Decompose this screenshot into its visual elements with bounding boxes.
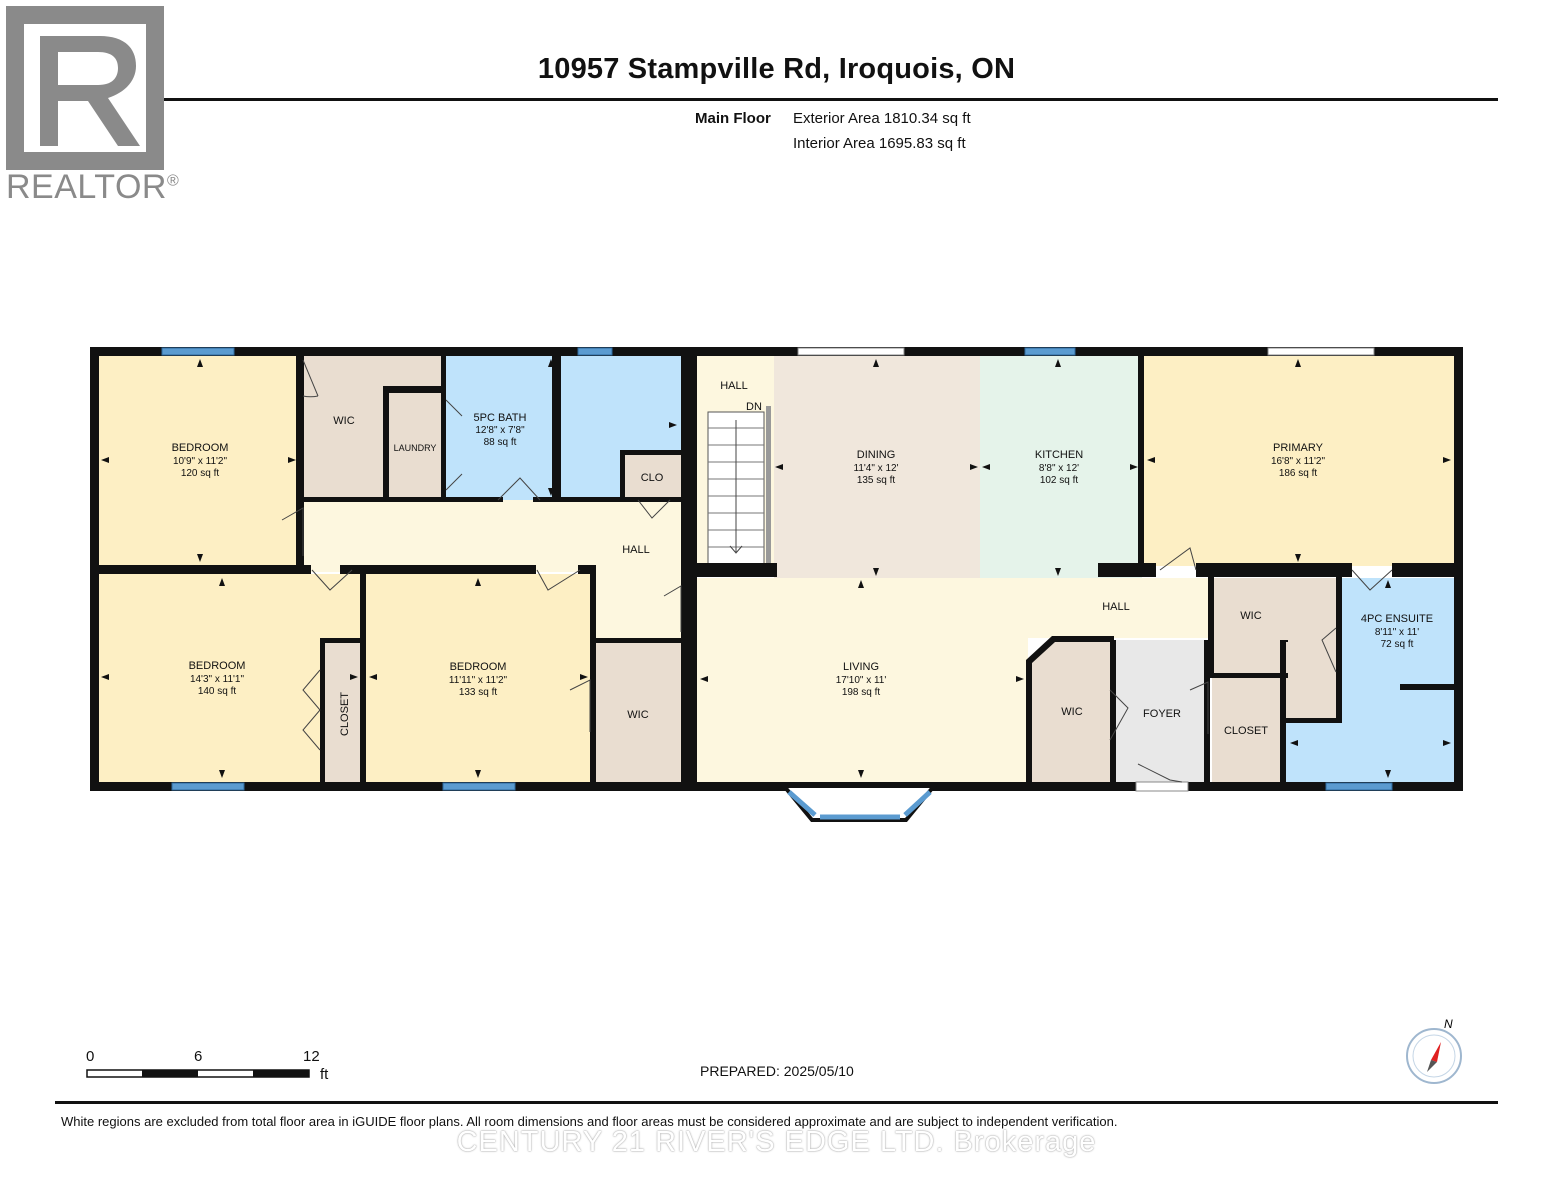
page-title: 10957 Stampville Rd, Iroquois, ON bbox=[537, 53, 1016, 85]
room-bedroom-2 bbox=[97, 574, 360, 782]
label-closet-1: CLOSET bbox=[339, 692, 351, 736]
svg-text:135 sq ft: 135 sq ft bbox=[857, 475, 896, 486]
outer-wall-top bbox=[90, 347, 1463, 356]
top-rule bbox=[55, 98, 1498, 101]
svg-text:72 sq ft: 72 sq ft bbox=[1381, 639, 1414, 650]
svg-text:14'3" x 11'1": 14'3" x 11'1" bbox=[190, 674, 245, 685]
svg-text:120 sq ft: 120 sq ft bbox=[181, 468, 220, 479]
exterior-area: Exterior Area 1810.34 sq ft bbox=[793, 110, 971, 127]
svg-text:11'4" x 12': 11'4" x 12' bbox=[854, 463, 899, 474]
room-wic-2 bbox=[593, 640, 681, 782]
svg-text:12'8" x 7'8": 12'8" x 7'8" bbox=[475, 425, 525, 436]
floor-plan: BEDROOM 10'9" x 11'2" 120 sq ft WIC LAUN… bbox=[90, 347, 1463, 822]
svg-text:88 sq ft: 88 sq ft bbox=[484, 437, 517, 448]
room-clo bbox=[623, 454, 681, 500]
label-laundry: LAUNDRY bbox=[394, 443, 437, 453]
room-ensuite-lower bbox=[1286, 722, 1456, 782]
room-hall-west-spur bbox=[593, 500, 681, 640]
north-compass-icon: N bbox=[1406, 1017, 1462, 1084]
svg-text:102 sq ft: 102 sq ft bbox=[1040, 475, 1079, 486]
svg-text:16'8" x 11'2": 16'8" x 11'2" bbox=[1271, 456, 1326, 467]
room-dining bbox=[774, 354, 980, 580]
room-wic-3 bbox=[1030, 640, 1114, 782]
disclaimer-text: White regions are excluded from total fl… bbox=[61, 1114, 1118, 1129]
room-foyer bbox=[1116, 640, 1208, 782]
room-living bbox=[696, 578, 1028, 782]
label-foyer: FOYER bbox=[1143, 708, 1181, 720]
svg-text:186 sq ft: 186 sq ft bbox=[1279, 468, 1318, 479]
room-closet-2 bbox=[1212, 680, 1284, 782]
room-closet-1 bbox=[324, 640, 364, 782]
scale-tick-12: 12 bbox=[303, 1048, 320, 1065]
label-kitchen: KITCHEN bbox=[1035, 449, 1083, 461]
label-bedroom-2: BEDROOM bbox=[189, 660, 246, 672]
label-living: LIVING bbox=[843, 661, 879, 673]
svg-text:17'10" x 11': 17'10" x 11' bbox=[836, 675, 887, 686]
scale-unit: ft bbox=[320, 1066, 329, 1083]
scale-bar: 0 6 12 ft bbox=[86, 1048, 346, 1088]
outer-wall-left bbox=[90, 347, 99, 791]
svg-text:8'11" x 11': 8'11" x 11' bbox=[1375, 627, 1419, 638]
svg-text:198 sq ft: 198 sq ft bbox=[842, 687, 881, 698]
interior-area: Interior Area 1695.83 sq ft bbox=[793, 135, 966, 152]
brokerage-watermark: CENTURY 21 RIVER'S EDGE LTD. Brokerage bbox=[456, 1126, 1097, 1158]
prepared-date: PREPARED: 2025/05/10 bbox=[700, 1063, 854, 1079]
label-bedroom-1: BEDROOM bbox=[172, 442, 229, 454]
room-primary bbox=[1142, 354, 1456, 566]
svg-text:140 sq ft: 140 sq ft bbox=[198, 686, 237, 697]
label-stairs-dn: DN bbox=[746, 401, 762, 413]
floor-label: Main Floor bbox=[695, 110, 771, 127]
bottom-rule bbox=[55, 1101, 1498, 1104]
scale-tick-6: 6 bbox=[194, 1048, 203, 1065]
label-closet-2: CLOSET bbox=[1224, 725, 1268, 737]
label-hall-east: HALL bbox=[1102, 601, 1130, 613]
outer-wall-bottom bbox=[90, 782, 1463, 791]
room-bedroom-3 bbox=[364, 574, 592, 782]
room-kitchen bbox=[980, 354, 1142, 580]
room-hall-east bbox=[1028, 578, 1208, 638]
label-4pc-ensuite: 4PC ENSUITE bbox=[1361, 613, 1433, 625]
label-5pc-bath: 5PC BATH bbox=[474, 412, 527, 424]
label-primary: PRIMARY bbox=[1273, 442, 1324, 454]
bay-window bbox=[779, 784, 939, 822]
svg-text:133 sq ft: 133 sq ft bbox=[459, 687, 498, 698]
svg-text:10'9" x 11'2": 10'9" x 11'2" bbox=[173, 456, 228, 467]
realtor-wordmark: REALTOR® bbox=[6, 168, 180, 206]
label-clo: CLO bbox=[641, 472, 664, 484]
svg-text:11'11" x 11'2": 11'11" x 11'2" bbox=[449, 675, 508, 686]
scale-tick-0: 0 bbox=[86, 1048, 95, 1065]
label-wic-3: WIC bbox=[1061, 706, 1082, 718]
label-hall-top: HALL bbox=[720, 380, 748, 392]
label-bedroom-3: BEDROOM bbox=[450, 661, 507, 673]
room-laundry bbox=[388, 394, 444, 500]
realtor-logo-icon bbox=[6, 6, 164, 170]
compass-north-label: N bbox=[1444, 1017, 1453, 1031]
stairs bbox=[707, 406, 771, 566]
label-wic-4: WIC bbox=[1240, 610, 1261, 622]
label-wic-2: WIC bbox=[627, 709, 648, 721]
label-hall-west: HALL bbox=[622, 544, 650, 556]
room-5pc-bath bbox=[444, 354, 556, 500]
outer-wall-right bbox=[1454, 347, 1463, 791]
label-wic-1: WIC bbox=[333, 415, 354, 427]
svg-text:8'8" x 12': 8'8" x 12' bbox=[1039, 463, 1079, 474]
room-bedroom-1 bbox=[97, 354, 303, 568]
label-dining: DINING bbox=[857, 449, 896, 461]
